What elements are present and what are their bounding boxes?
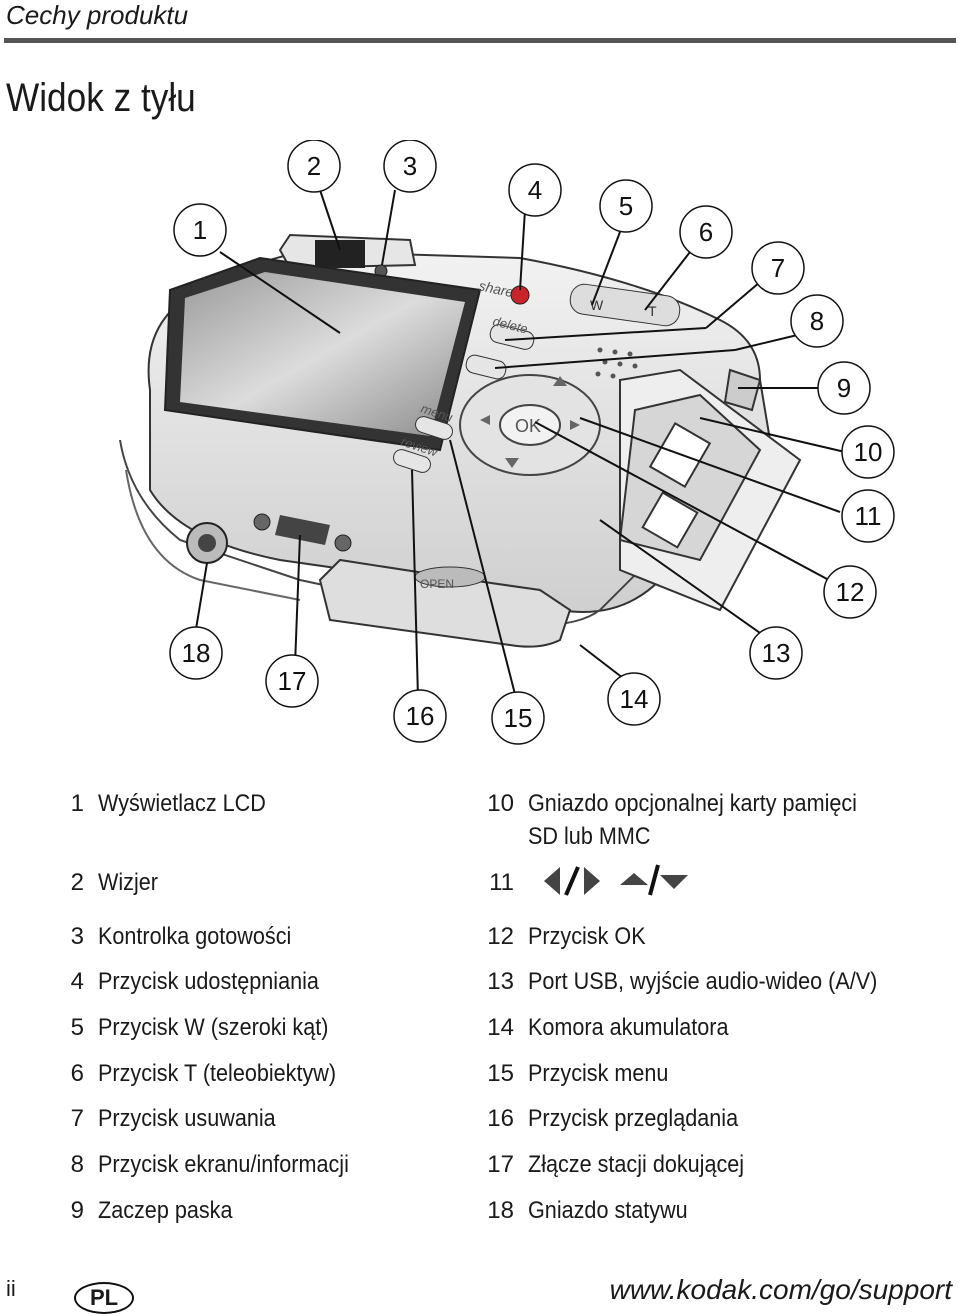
svg-text:2: 2 — [307, 151, 321, 181]
camera-bottom: OPEN — [186, 513, 572, 648]
chapter-title: Cechy produktu — [6, 0, 189, 30]
support-url[interactable]: www.kodak.com/go/support — [609, 1274, 952, 1305]
svg-text:12: 12 — [836, 577, 865, 607]
svg-text:14: 14 — [620, 684, 649, 714]
page-title: Widok z tyłu — [6, 76, 196, 120]
callout-17: 17 — [265, 654, 319, 708]
svg-text:3: 3 — [403, 151, 417, 181]
callout-9: 9 — [817, 361, 871, 415]
zoom-rocker — [569, 283, 681, 327]
callout-4: 4 — [508, 163, 562, 217]
dock-connector — [275, 515, 330, 545]
callout-11: 11 — [841, 489, 895, 543]
callout-5: 5 — [599, 179, 653, 233]
delete-button — [489, 324, 535, 350]
callout-18: 18 — [169, 626, 223, 680]
language-badge: PL — [74, 1282, 134, 1314]
callout-circles: 1 2 3 4 5 6 7 8 9 10 11 12 13 14 15 16 1… — [169, 140, 895, 745]
svg-text:17: 17 — [278, 666, 307, 696]
svg-text:13: 13 — [762, 638, 791, 668]
svg-text:18: 18 — [182, 638, 211, 668]
lcd-screen — [163, 256, 482, 452]
callout-6: 6 — [679, 205, 733, 259]
svg-text:8: 8 — [810, 306, 824, 336]
svg-text:15: 15 — [504, 703, 533, 733]
callout-15: 15 — [491, 691, 545, 745]
callout-3: 3 — [383, 140, 437, 193]
ok-button — [499, 404, 561, 446]
battery-door — [318, 558, 572, 648]
navigation-arrows-icon — [544, 864, 688, 896]
svg-text:1: 1 — [193, 215, 207, 245]
ok-label: OK — [515, 416, 541, 436]
info-button — [465, 354, 507, 380]
svg-text:9: 9 — [837, 373, 851, 403]
share-label: share — [477, 277, 515, 300]
t-label: T — [648, 303, 657, 319]
svg-text:5: 5 — [619, 191, 633, 221]
page-number: ii — [6, 1276, 16, 1301]
viewfinder-housing — [278, 233, 417, 278]
d-pad: OK — [459, 374, 601, 476]
svg-text:10: 10 — [854, 437, 883, 467]
viewfinder-window — [315, 240, 365, 268]
open-label: OPEN — [420, 577, 454, 591]
header-rule — [4, 38, 956, 43]
review-button — [393, 449, 431, 473]
card-door — [618, 368, 802, 612]
menu-button — [415, 416, 453, 440]
callout-16: 16 — [393, 689, 447, 743]
camera-rear-diagram: share W T delete OK menu review — [119, 140, 895, 745]
svg-text:7: 7 — [771, 253, 785, 283]
callout-8: 8 — [790, 294, 844, 348]
callout-14: 14 — [607, 672, 661, 726]
speaker-grille — [595, 347, 638, 379]
callout-1: 1 — [173, 203, 227, 257]
callout-7: 7 — [751, 241, 805, 295]
svg-text:6: 6 — [699, 217, 713, 247]
callout-12: 12 — [823, 565, 877, 619]
svg-text:4: 4 — [528, 175, 542, 205]
svg-text:11: 11 — [855, 501, 882, 531]
callout-13: 13 — [749, 626, 803, 680]
svg-text:16: 16 — [406, 701, 435, 731]
callout-10: 10 — [841, 425, 895, 479]
callout-2: 2 — [287, 140, 341, 193]
strap-eyelet — [723, 368, 762, 412]
top-controls: share W T delete — [465, 277, 681, 380]
